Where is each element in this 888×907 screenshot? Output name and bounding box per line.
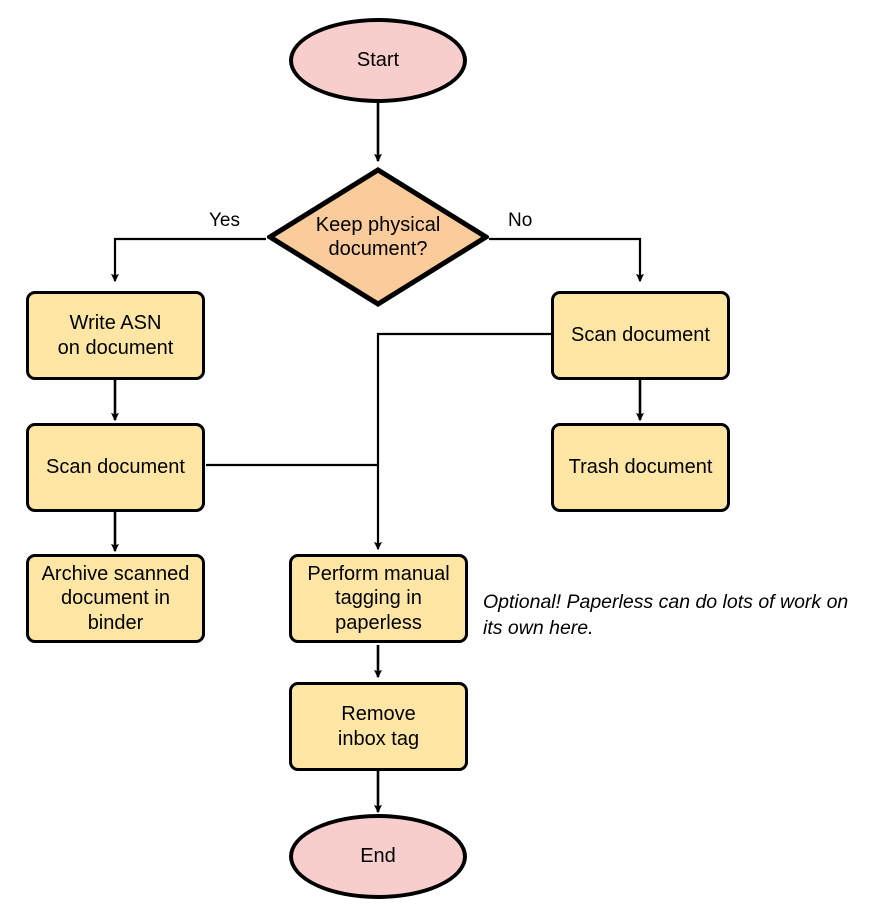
node-remove-inbox-tag[interactable]: Remove inbox tag: [289, 682, 468, 771]
node-keep-physical-document-decision[interactable]: Keep physical document?: [267, 167, 489, 307]
optional-note: Optional! Paperless can do lots of work …: [483, 591, 849, 639]
node-scan-document-left[interactable]: Scan document: [26, 423, 205, 512]
node-trash-document[interactable]: Trash document: [551, 423, 730, 512]
diamond-shape: [267, 167, 489, 307]
node-end[interactable]: End: [289, 814, 467, 899]
node-archive-binder-label: Archive scanned document in binder: [41, 562, 190, 634]
node-start-label: Start: [356, 49, 400, 72]
node-scan-document-left-label: Scan document: [46, 456, 185, 479]
node-archive-scanned-document-in-binder[interactable]: Archive scanned document in binder: [26, 554, 205, 643]
node-scan-document-right-label: Scan document: [571, 324, 710, 347]
edge-no-to-scan-right: [489, 237, 644, 283]
node-trash-document-label: Trash document: [568, 456, 713, 479]
node-keep-physical-document-label: Keep physical document?: [315, 213, 441, 260]
node-write-asn-on-document[interactable]: Write ASN on document: [26, 291, 205, 380]
node-scan-document-right[interactable]: Scan document: [551, 291, 730, 380]
edge-label-no: No: [508, 210, 533, 231]
node-remove-inbox-tag-label: Remove inbox tag: [337, 703, 420, 750]
node-end-label: End: [360, 845, 396, 868]
edge-label-yes: Yes: [209, 210, 240, 231]
edge-scan-right-to-manual-tagging: [374, 332, 551, 551]
node-manual-tagging-label: Perform manual tagging in paperless: [307, 562, 450, 634]
edge-yes-to-write-asn: [111, 237, 266, 283]
node-start[interactable]: Start: [289, 18, 467, 103]
node-write-asn-label: Write ASN on document: [57, 312, 174, 359]
node-perform-manual-tagging-in-paperless[interactable]: Perform manual tagging in paperless: [289, 554, 468, 643]
